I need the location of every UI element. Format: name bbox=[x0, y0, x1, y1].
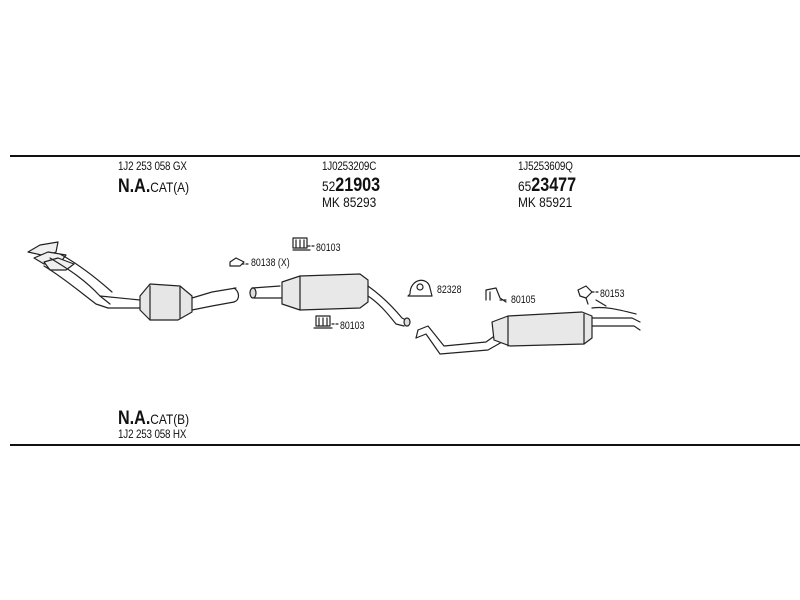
label-80103-top: 80103 bbox=[316, 242, 341, 254]
mount-80105-icon bbox=[485, 287, 509, 303]
footer-part-number: 1J2 253 058 HX bbox=[118, 427, 187, 441]
footer-brand-cat: N.A.CAT(B) bbox=[118, 409, 189, 428]
col1-cat: CAT(A) bbox=[150, 179, 190, 195]
bracket-80138-icon bbox=[229, 257, 251, 267]
label-80138: 80138 (X) bbox=[251, 257, 290, 269]
col2-code-main: 21903 bbox=[335, 175, 381, 196]
middle-silencer bbox=[249, 273, 411, 327]
hanger-82328-icon bbox=[407, 279, 433, 297]
col3-code: 6523477 bbox=[518, 176, 576, 195]
col3-code-main: 23477 bbox=[531, 175, 577, 196]
col2-mk: MK 85293 bbox=[322, 194, 377, 210]
rear-silencer bbox=[415, 299, 641, 355]
footer-brand: N.A. bbox=[118, 408, 151, 429]
col3-mk: MK 85921 bbox=[518, 194, 573, 210]
label-80105: 80105 bbox=[511, 294, 536, 306]
top-divider bbox=[10, 155, 800, 157]
col1-part-number: 1J2 253 058 GX bbox=[118, 159, 187, 173]
bracket-80153-icon bbox=[577, 285, 599, 305]
label-80103-bottom: 80103 bbox=[340, 320, 365, 332]
col3-code-prefix: 65 bbox=[518, 178, 532, 194]
clamp-80103-top-icon bbox=[292, 237, 315, 251]
col1-brand-cat: N.A.CAT(A) bbox=[118, 177, 189, 196]
col2-code: 5221903 bbox=[322, 176, 380, 195]
label-80153: 80153 bbox=[600, 288, 625, 300]
col3-part-number: 1J5253609Q bbox=[518, 159, 573, 173]
col2-code-prefix: 52 bbox=[322, 178, 336, 194]
label-82328: 82328 bbox=[437, 284, 462, 296]
footer-cat: CAT(B) bbox=[150, 411, 190, 427]
col1-brand: N.A. bbox=[118, 176, 151, 197]
front-pipe-catalyst bbox=[27, 241, 240, 321]
col2-part-number: 1J0253209C bbox=[322, 159, 377, 173]
clamp-80103-bottom-icon bbox=[313, 315, 339, 329]
bottom-divider bbox=[10, 444, 800, 446]
